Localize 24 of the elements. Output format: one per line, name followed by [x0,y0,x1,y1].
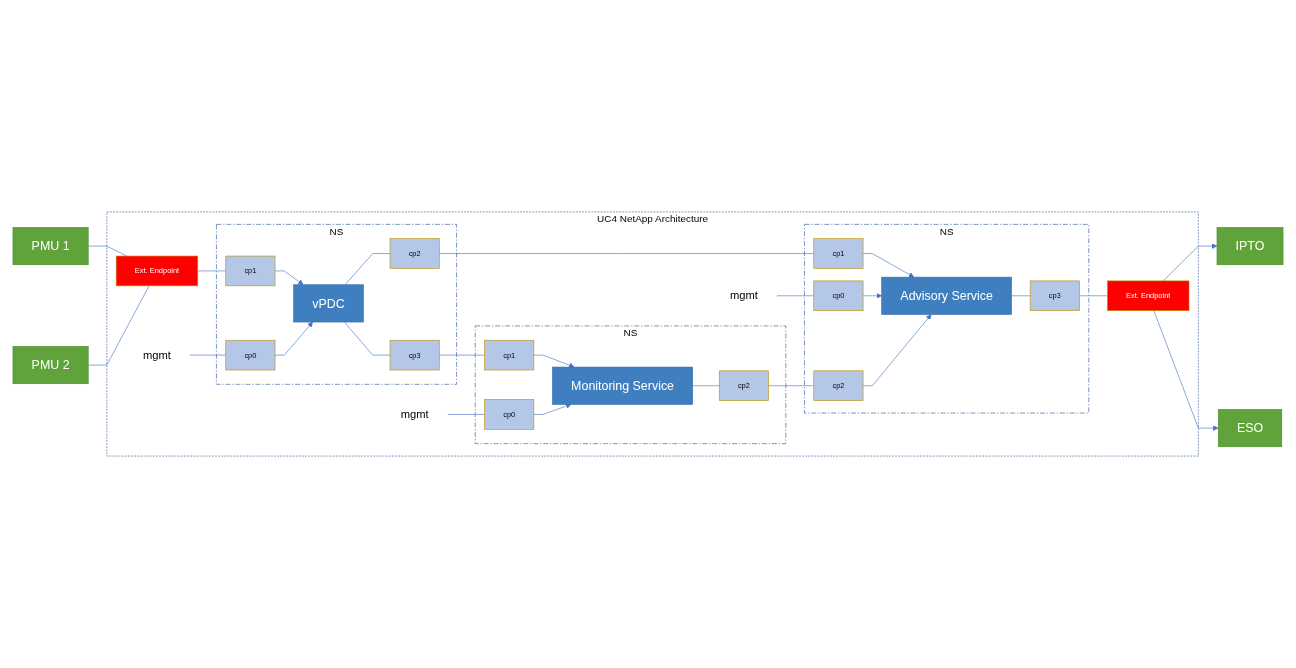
connector [344,253,391,286]
connector [776,295,815,297]
node-box: PMU 2 [12,346,89,384]
connector [344,321,391,356]
connector [189,354,227,356]
node-text: mgmt [400,407,429,421]
node-box: Monitoring Service [552,366,693,405]
connector [446,414,485,415]
connector [439,354,485,356]
node-box: Advisory Service [881,276,1012,315]
connector [439,253,815,254]
connector [768,385,815,387]
connector [1079,295,1108,297]
connector [692,385,720,387]
node-box: vPDC [293,284,364,323]
connector [1011,295,1031,297]
node-box: PMU 1 [12,227,89,266]
node-box: IPTO [1216,227,1284,266]
connector [87,285,150,366]
node-text: mgmt [143,348,171,362]
connector [197,270,227,272]
node-box: ESO [1217,409,1283,448]
node-text: mgmt [729,289,758,302]
connector [87,245,128,257]
